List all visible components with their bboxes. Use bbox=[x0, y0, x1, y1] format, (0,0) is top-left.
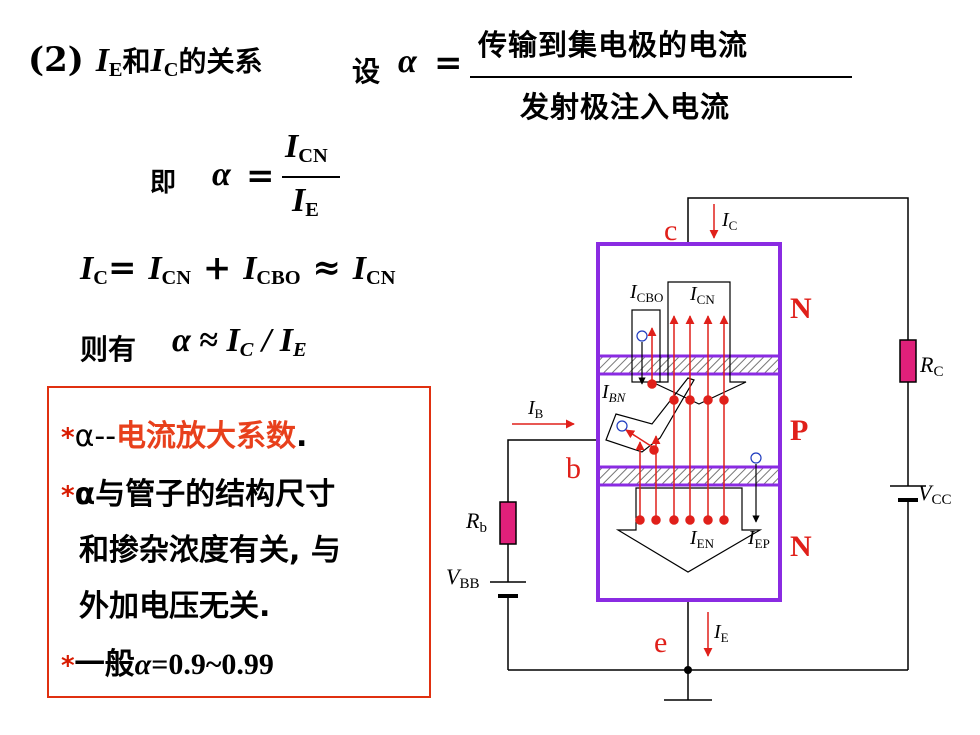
hole-flow bbox=[616, 330, 762, 523]
ground-node bbox=[684, 666, 692, 674]
label-iep: IEP bbox=[747, 527, 770, 551]
line2-fraction-bar bbox=[282, 176, 340, 178]
base-label: b bbox=[566, 452, 581, 485]
heading-numerator: 传输到集电极的电流 bbox=[478, 28, 749, 62]
label-vcc: VCC bbox=[918, 480, 951, 508]
heading-number: (2) bbox=[28, 40, 84, 80]
line2-alpha: α bbox=[212, 156, 231, 193]
emitter-junction bbox=[596, 465, 782, 487]
region-n-bottom: N bbox=[790, 530, 812, 563]
electron-flow bbox=[625, 315, 729, 525]
notes-box: *α--电流放大系数. *α与管子的结构尺寸 和掺杂浓度有关, 与 外加电压无关… bbox=[47, 386, 431, 698]
transistor-outline bbox=[596, 242, 782, 602]
label-ie: IE bbox=[713, 621, 729, 645]
heading-ie: IE bbox=[95, 42, 123, 82]
battery-vcc bbox=[890, 485, 926, 502]
note-3: *一般α=0.9~0.99 bbox=[61, 647, 274, 682]
icbo-box bbox=[631, 309, 661, 383]
label-icn: ICN bbox=[689, 283, 715, 307]
region-n-top: N bbox=[790, 292, 812, 325]
label-icbo: ICBO bbox=[629, 281, 663, 305]
heading-line: (2) IE和IC的关系 bbox=[28, 40, 263, 82]
line2-equals: = bbox=[246, 156, 275, 196]
line4-zeyou: 则有 bbox=[80, 333, 137, 366]
icn-big-arrow bbox=[651, 281, 747, 405]
line2-ji: 即 bbox=[150, 168, 177, 198]
ibn-recombination-arrow bbox=[605, 377, 695, 453]
line3-equation: IC= ICN + ICBO ≈ ICN bbox=[80, 248, 396, 290]
emitter-label: e bbox=[654, 626, 667, 659]
region-p: P bbox=[790, 414, 808, 447]
circuit-wires bbox=[507, 197, 909, 700]
heading-denominator: 发射极注入电流 bbox=[520, 90, 731, 124]
resistor-rc bbox=[899, 339, 917, 383]
label-ic: IC bbox=[721, 209, 737, 233]
note-2: *α与管子的结构尺寸 bbox=[61, 477, 336, 512]
label-vbb: VBB bbox=[446, 564, 479, 592]
label-ib: IB bbox=[527, 397, 544, 421]
battery-vbb bbox=[490, 581, 526, 598]
label-rb: Rb bbox=[465, 508, 487, 536]
heading-relation: 的关系 bbox=[178, 45, 263, 78]
heading-fraction-bar bbox=[470, 76, 852, 78]
heading-she: 设 bbox=[352, 55, 381, 88]
heading-he: 和 bbox=[122, 45, 151, 78]
heading-ic: IC bbox=[150, 42, 179, 82]
line4-equation: α ≈ IC / IE bbox=[172, 322, 307, 362]
note-2-line-3: 外加电压无关. bbox=[79, 589, 271, 624]
note-1: *α--电流放大系数. bbox=[61, 419, 308, 454]
heading-alpha: α bbox=[398, 43, 417, 80]
collector-label: c bbox=[664, 214, 677, 247]
label-ien: IEN bbox=[689, 527, 715, 551]
label-rc: RC bbox=[919, 352, 943, 380]
resistor-rb bbox=[499, 501, 517, 545]
heading-equals: = bbox=[434, 43, 463, 83]
line2-numerator: ICN bbox=[285, 128, 328, 168]
note-2-line-2: 和掺杂浓度有关, 与 bbox=[79, 533, 341, 568]
ien-big-arrow bbox=[615, 487, 763, 573]
label-ibn: IBN bbox=[601, 381, 627, 405]
line2-denominator: IE bbox=[292, 182, 319, 222]
